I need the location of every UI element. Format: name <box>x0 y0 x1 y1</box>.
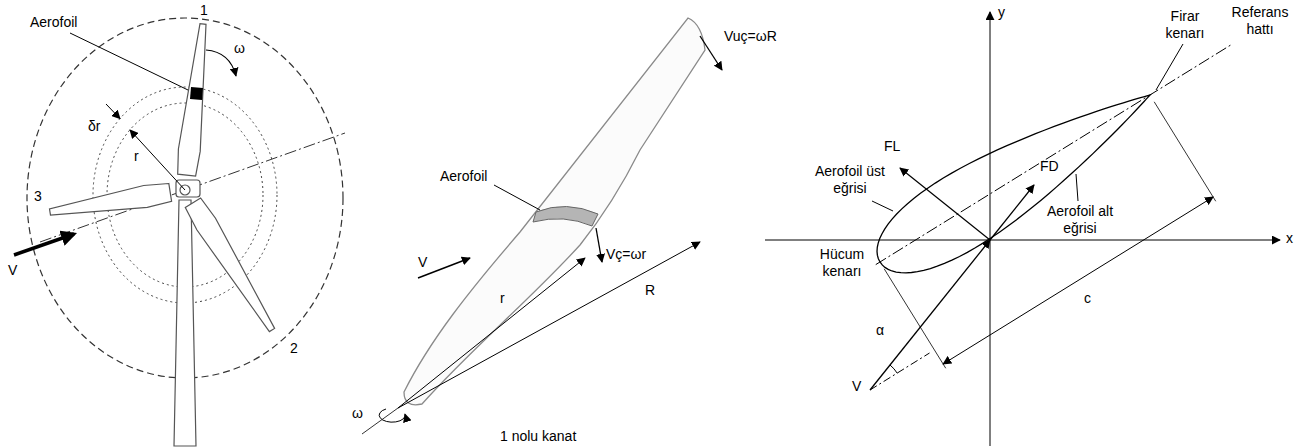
part-label: V <box>418 254 427 271</box>
part-label: δr <box>88 118 100 135</box>
tip-radius-arrow <box>398 242 700 408</box>
part-label: r <box>500 290 505 307</box>
part-label: 1 <box>200 2 208 19</box>
drag-vector <box>990 185 1034 240</box>
part-label: c <box>1084 290 1091 307</box>
extension-line <box>884 269 946 368</box>
part-label: r <box>134 148 139 165</box>
part-label: Hücum kenarı <box>814 246 870 280</box>
blade <box>185 198 274 332</box>
part-label: Vç=ωr <box>606 246 646 263</box>
angle-arc <box>890 365 897 373</box>
wind-vector <box>870 240 990 390</box>
part-label: Aerofoil alt eğrisi <box>1042 203 1118 237</box>
lift-vector <box>900 168 990 240</box>
nacelle <box>176 180 200 197</box>
part-label: Aerofoil <box>30 14 77 31</box>
rotation-arrow <box>379 409 405 422</box>
blade-view <box>362 18 722 434</box>
part-label: Firar kenarı <box>1155 8 1215 42</box>
chord-dimension <box>943 197 1213 364</box>
part-label: α <box>876 322 884 339</box>
chord-direction <box>870 353 930 390</box>
part-label: Aerofoil üst eğrisi <box>812 163 888 197</box>
leader-line <box>494 185 540 210</box>
part-label: ω <box>234 40 245 57</box>
reference-line <box>876 45 1231 265</box>
blade-outline <box>404 18 705 405</box>
tower <box>174 200 196 446</box>
part-label: 1 nolu kanat <box>500 428 576 445</box>
radius-arrow <box>398 258 585 408</box>
blade <box>50 184 172 216</box>
aerofoil-outline <box>877 95 1150 273</box>
aerofoil-element <box>190 87 203 100</box>
part-label: Referans hattı <box>1223 4 1297 38</box>
part-label: 2 <box>290 340 298 357</box>
leader-line <box>872 201 893 211</box>
part-label: Vuç=ωR <box>724 28 777 45</box>
tip-speed-arrow <box>700 36 722 70</box>
blade <box>178 24 206 176</box>
annulus-width-arrow <box>106 104 120 119</box>
x-axis <box>765 240 1280 241</box>
extension-line <box>1154 102 1216 201</box>
y-axis <box>990 12 991 446</box>
part-label: V <box>852 378 861 395</box>
rotation-arrow <box>206 50 236 76</box>
part-label: x <box>1286 230 1293 247</box>
aerofoil-view <box>765 12 1280 446</box>
turbine-view <box>14 18 345 446</box>
part-label: FL <box>884 138 900 155</box>
part-label: ω <box>352 405 363 422</box>
wind-arrow <box>14 234 74 255</box>
leader-line <box>1156 44 1183 90</box>
part-label: 3 <box>34 188 42 205</box>
part-label: FD <box>1040 158 1059 175</box>
part-label: R <box>645 282 655 299</box>
part-label: V <box>8 262 17 279</box>
rotational-speed-arrow <box>596 228 602 262</box>
aerofoil-section <box>533 206 598 226</box>
leader-line <box>70 33 188 90</box>
radius-arrow <box>130 130 185 190</box>
part-label: Aerofoil <box>440 168 487 185</box>
leader-line <box>1076 174 1078 201</box>
part-label: y <box>998 4 1005 21</box>
